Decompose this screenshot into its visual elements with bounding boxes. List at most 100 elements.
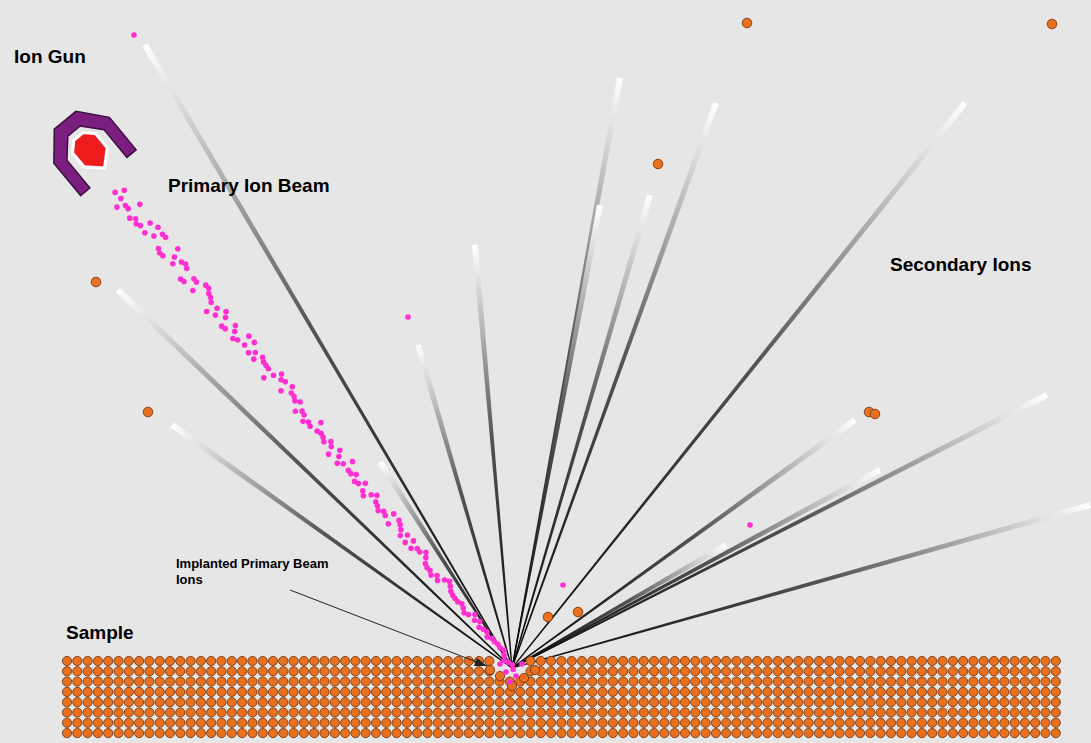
sample-atom xyxy=(73,708,82,717)
sample-atom xyxy=(979,708,988,717)
sample-atom xyxy=(948,656,957,665)
sample-atom xyxy=(969,687,978,696)
primary-ion xyxy=(251,356,257,362)
sample-atom xyxy=(320,667,329,676)
sample-atom xyxy=(619,687,628,696)
primary-ion xyxy=(184,266,190,272)
sample-atom xyxy=(155,698,164,707)
primary-ion xyxy=(283,379,289,385)
sample-atom xyxy=(444,718,453,727)
sample-atom xyxy=(464,729,473,738)
primary-ion xyxy=(138,223,144,229)
sample-atom xyxy=(577,729,586,738)
sample-atom xyxy=(186,677,195,686)
sample-atom xyxy=(310,708,319,717)
sample-atom xyxy=(711,698,720,707)
sample-atom xyxy=(907,729,916,738)
sample-atom xyxy=(1041,698,1050,707)
primary-ion xyxy=(279,371,285,377)
sample-atom xyxy=(73,718,82,727)
sample-atom xyxy=(701,656,710,665)
sample-atom xyxy=(485,656,494,665)
sample-atom xyxy=(691,708,700,717)
sample-atom xyxy=(701,718,710,727)
primary-ion xyxy=(147,220,153,226)
sample-atom xyxy=(289,718,298,727)
sample-atom xyxy=(382,656,391,665)
sample-atom xyxy=(866,729,875,738)
sample-atom xyxy=(886,698,895,707)
sample-atom xyxy=(783,687,792,696)
sample-atom xyxy=(989,698,998,707)
sample-atom xyxy=(433,656,442,665)
sample-atom xyxy=(1041,687,1050,696)
sample-atom xyxy=(207,656,216,665)
sample-atom xyxy=(804,667,813,676)
sample-atom xyxy=(104,687,113,696)
sample-atom xyxy=(1010,718,1019,727)
sample-atom xyxy=(145,656,154,665)
primary-ion xyxy=(374,493,380,499)
sample-atom xyxy=(423,687,432,696)
sample-atom xyxy=(577,708,586,717)
sample-atom xyxy=(310,698,319,707)
sample-atom xyxy=(608,656,617,665)
sample-atom xyxy=(536,677,545,686)
sample-atom xyxy=(917,677,926,686)
sample-atom xyxy=(1041,729,1050,738)
sample-atom xyxy=(907,687,916,696)
sample-atom xyxy=(413,667,422,676)
sample-atom xyxy=(825,677,834,686)
sample-atom xyxy=(320,729,329,738)
sample-atom xyxy=(474,667,483,676)
sample-atom xyxy=(773,667,782,676)
sample-atom xyxy=(938,708,947,717)
sample-atom xyxy=(989,718,998,727)
primary-ion xyxy=(417,549,423,555)
sample-atom xyxy=(248,687,257,696)
sample-atom xyxy=(917,718,926,727)
sample-atom xyxy=(928,698,937,707)
secondary-ion-ray xyxy=(377,460,512,668)
primary-ion xyxy=(326,451,332,457)
sample-atom xyxy=(753,656,762,665)
sample-atom xyxy=(959,656,968,665)
sample-atom xyxy=(804,656,813,665)
sample-atom xyxy=(1000,718,1009,727)
sample-atom xyxy=(557,677,566,686)
sample-atom xyxy=(1020,687,1029,696)
sample-atom xyxy=(73,677,82,686)
sample-atom xyxy=(1000,687,1009,696)
sample-atom xyxy=(948,667,957,676)
sample-atom xyxy=(722,708,731,717)
sample-atom xyxy=(351,667,360,676)
sample-atom xyxy=(83,708,92,717)
sample-atom xyxy=(886,718,895,727)
sample-atom xyxy=(62,698,71,707)
sample-atom xyxy=(557,698,566,707)
sample-atom xyxy=(536,698,545,707)
sample-atom xyxy=(330,698,339,707)
sample-atom xyxy=(217,687,226,696)
sample-atom xyxy=(536,718,545,727)
sample-atom xyxy=(207,677,216,686)
sample-atom xyxy=(732,687,741,696)
sample-atom xyxy=(279,667,288,676)
sample-atom xyxy=(938,698,947,707)
primary-ion xyxy=(125,206,131,212)
sample-atom xyxy=(1000,677,1009,686)
sample-atom xyxy=(856,656,865,665)
beam-label: Primary Ion Beam xyxy=(168,175,330,197)
primary-ion xyxy=(501,647,507,653)
primary-ion-beam xyxy=(112,187,524,684)
sample-atom xyxy=(886,677,895,686)
sample-atom xyxy=(526,656,535,665)
sample-atom xyxy=(207,729,216,738)
sample-atom xyxy=(856,698,865,707)
sample-atom xyxy=(176,667,185,676)
sample-atom xyxy=(382,729,391,738)
sample-atom xyxy=(588,698,597,707)
sample-atom xyxy=(691,698,700,707)
sample-atom xyxy=(876,718,885,727)
sample-atom xyxy=(165,667,174,676)
